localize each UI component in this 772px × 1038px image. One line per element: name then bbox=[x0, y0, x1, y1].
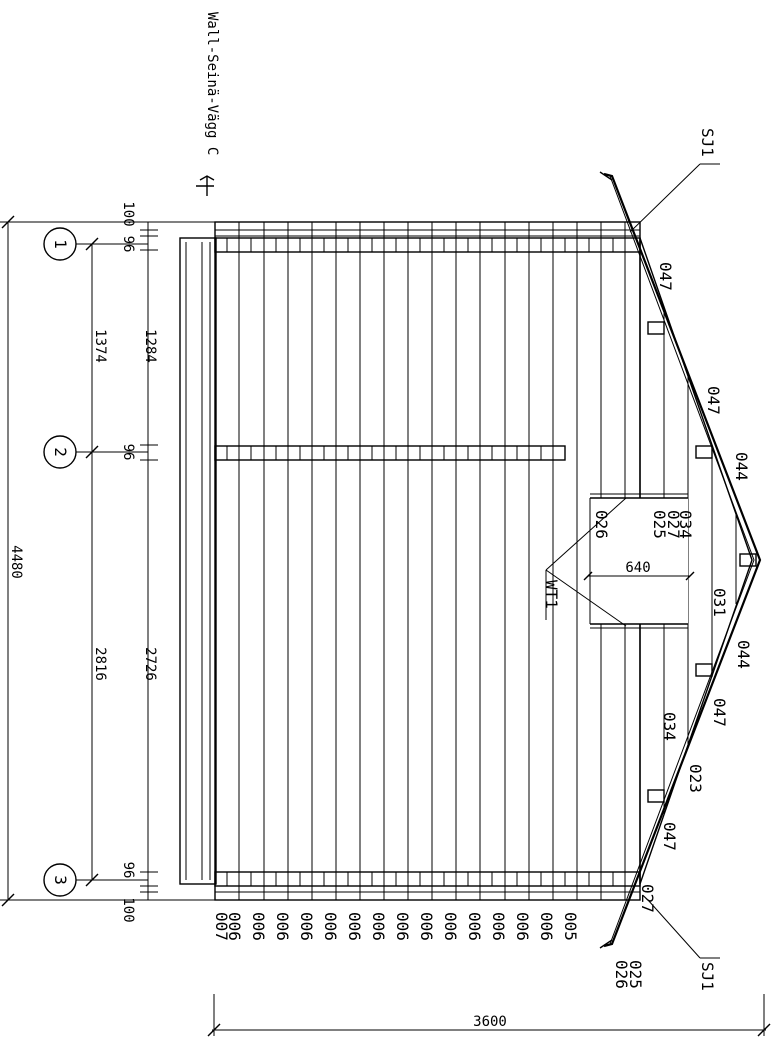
log-label: 006 bbox=[393, 912, 412, 941]
log-label: 006 bbox=[273, 912, 292, 941]
code-026-low: 026 bbox=[612, 960, 631, 989]
code-023: 023 bbox=[686, 764, 705, 793]
wt1-leader bbox=[545, 497, 627, 627]
log-label: 006 bbox=[345, 912, 364, 941]
grid-marker-2: 2 bbox=[43, 435, 77, 469]
log-labels: 007 006 006 006 006 006 006 006 006 006 … bbox=[212, 912, 580, 941]
notch-band-bottom bbox=[214, 871, 641, 887]
log-label: 007 bbox=[212, 912, 231, 941]
log-label: 006 bbox=[513, 912, 532, 941]
dim-inner-2: 2816 bbox=[92, 647, 108, 681]
dim-outer-1284: 1284 bbox=[142, 329, 158, 363]
dim-outer-96-c: 96 bbox=[120, 862, 136, 879]
opening-code-027: 027 bbox=[664, 510, 683, 539]
code-031: 031 bbox=[710, 588, 729, 617]
code-047-b: 047 bbox=[704, 386, 723, 415]
grid-marker-1: 1 bbox=[43, 227, 77, 261]
svg-text:2: 2 bbox=[51, 447, 70, 457]
svg-text:3: 3 bbox=[51, 875, 70, 885]
code-047-c: 047 bbox=[710, 698, 729, 727]
dim-outer-96-b: 96 bbox=[120, 444, 136, 461]
dim-outer-100-bottom: 100 bbox=[120, 897, 136, 922]
svg-text:1: 1 bbox=[51, 239, 70, 249]
width-dimension bbox=[207, 994, 771, 1037]
section-marker-sj1-top bbox=[629, 163, 720, 233]
code-027-low: 027 bbox=[638, 884, 657, 913]
log-label: 006 bbox=[297, 912, 316, 941]
log-label: 006 bbox=[225, 912, 244, 941]
code-034-low: 034 bbox=[660, 712, 679, 741]
notch-band-middle bbox=[214, 445, 566, 461]
log-label: 006 bbox=[489, 912, 508, 941]
log-label: 006 bbox=[369, 912, 388, 941]
opening-width-dim: 640 bbox=[625, 560, 650, 576]
code-025-low: 025 bbox=[626, 960, 645, 989]
grid-marker-3: 3 bbox=[43, 863, 77, 897]
log-label: 005 bbox=[561, 912, 580, 941]
log-label: 006 bbox=[537, 912, 556, 941]
section-marker-sj1-bottom bbox=[647, 899, 720, 959]
code-044-b: 044 bbox=[734, 640, 753, 669]
code-047-a: 047 bbox=[656, 262, 675, 291]
section-tag-sj1-top: SJ1 bbox=[698, 128, 717, 157]
wall-opening-wt1 bbox=[583, 493, 695, 629]
dim-inner-1: 1374 bbox=[92, 329, 108, 363]
log-label: 006 bbox=[465, 912, 484, 941]
view-direction-arrow bbox=[196, 175, 215, 196]
dim-total-height: 4480 bbox=[8, 545, 24, 579]
dim-total-width: 3600 bbox=[473, 1014, 507, 1030]
log-label: 006 bbox=[417, 912, 436, 941]
dim-outer-96-a: 96 bbox=[120, 236, 136, 253]
log-label: 006 bbox=[441, 912, 460, 941]
opening-code-025: 025 bbox=[650, 510, 669, 539]
height-dimensions bbox=[0, 215, 215, 907]
section-tag-sj1-bottom: SJ1 bbox=[698, 962, 717, 991]
dim-outer-100-top: 100 bbox=[120, 201, 136, 226]
opening-code-026: 026 bbox=[592, 510, 611, 539]
code-047-d: 047 bbox=[660, 822, 679, 851]
log-label: 006 bbox=[249, 912, 268, 941]
roof-edge bbox=[599, 171, 762, 949]
code-044-a: 044 bbox=[732, 452, 751, 481]
window-tag-wt1: WT1 bbox=[542, 580, 561, 609]
dim-outer-2726: 2726 bbox=[142, 647, 158, 681]
base-frame bbox=[179, 237, 217, 885]
log-label: 006 bbox=[321, 912, 340, 941]
view-label: Wall-Seinä-Vägg C bbox=[204, 12, 220, 155]
notch-band-top bbox=[214, 237, 641, 253]
log-courses bbox=[214, 221, 641, 901]
opening-code-034: 034 bbox=[676, 510, 695, 539]
